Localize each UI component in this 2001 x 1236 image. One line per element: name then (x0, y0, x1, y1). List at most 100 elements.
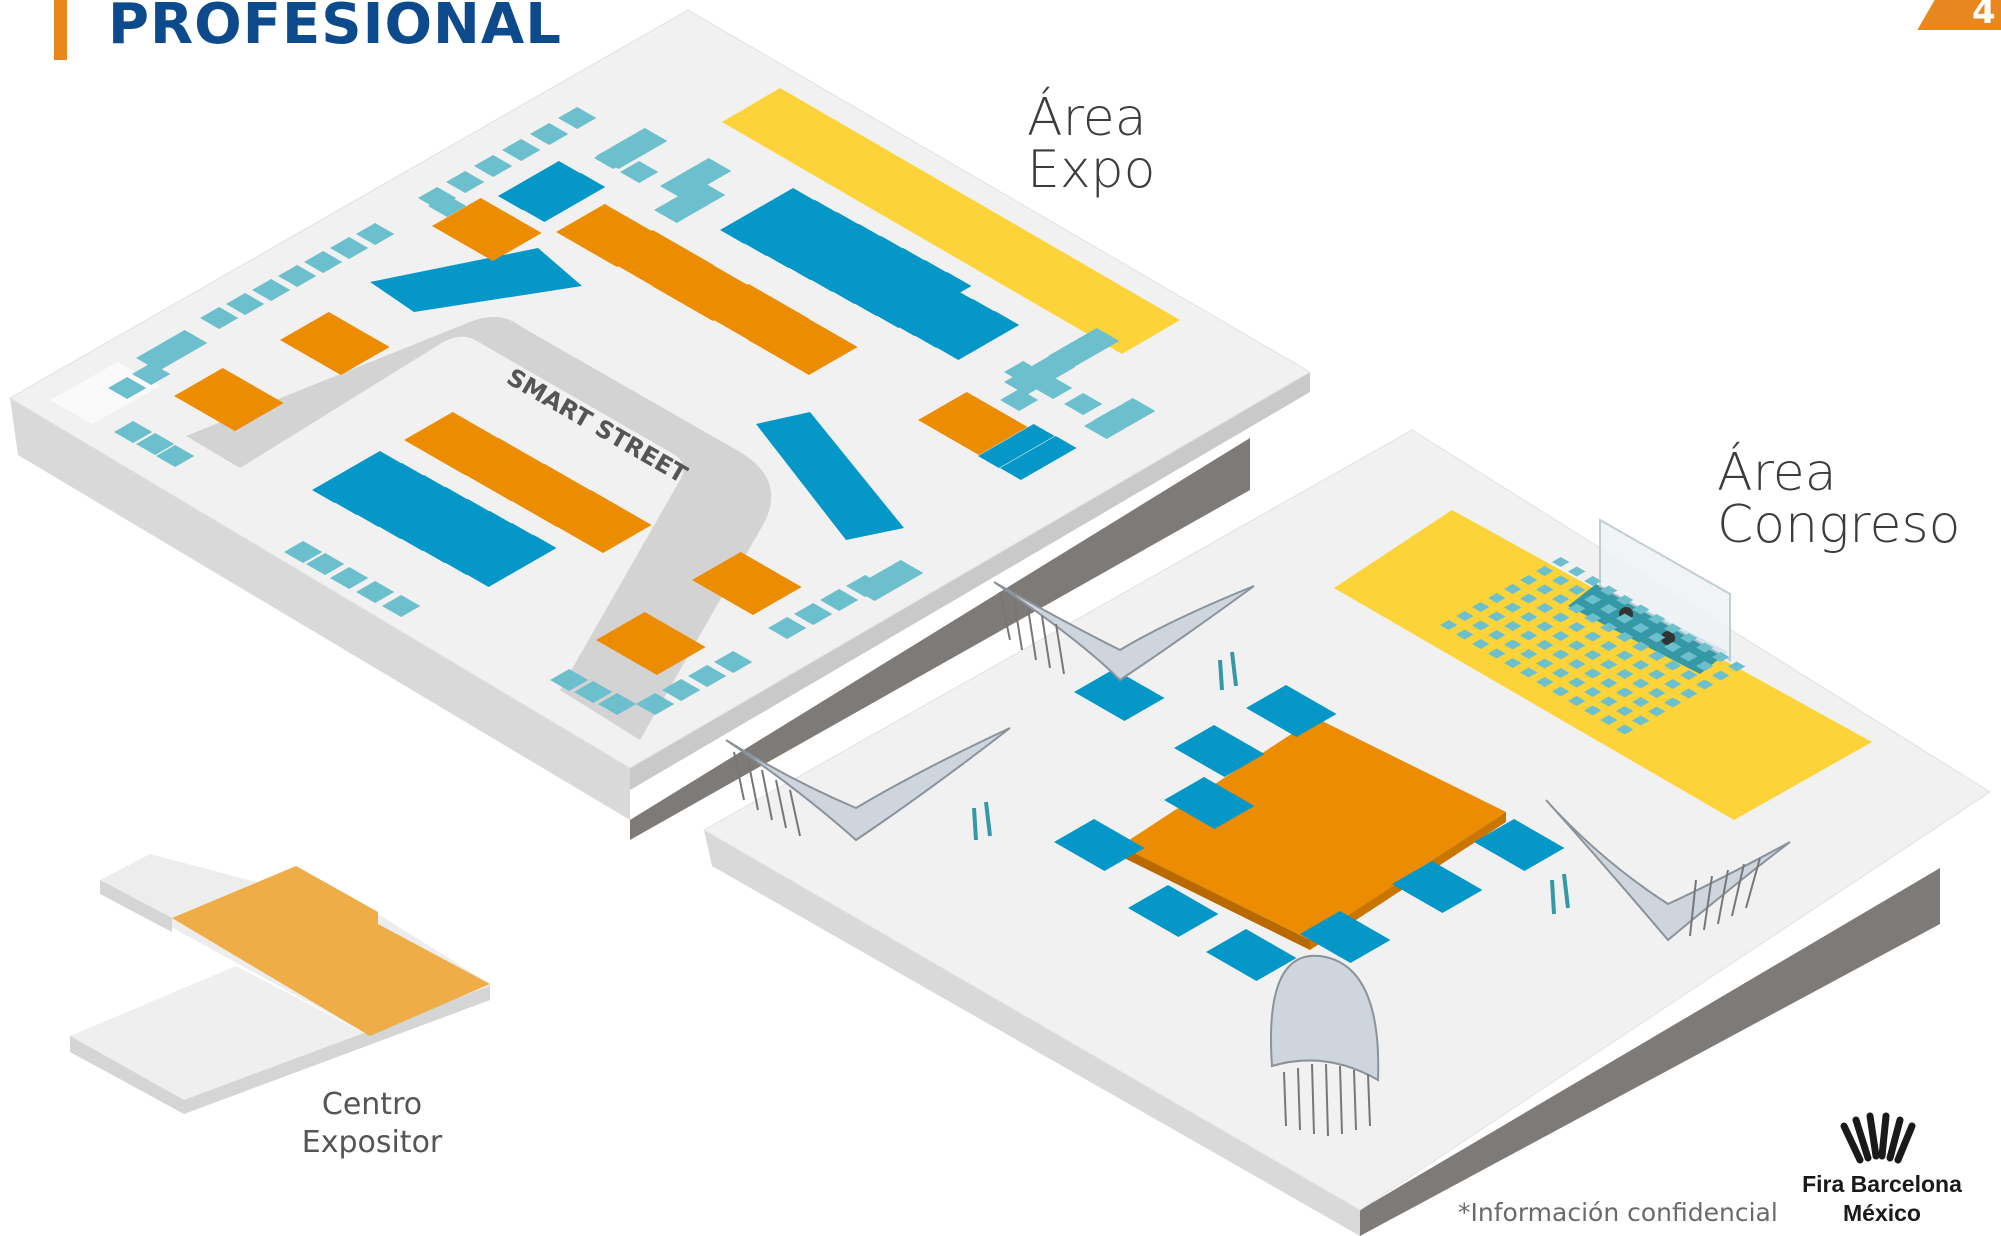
central-orange-booth-edge (1120, 846, 1310, 950)
expo-blue-booth (934, 311, 1020, 360)
congress-seat (1648, 614, 1666, 624)
expo-teal-booth (446, 171, 485, 193)
expo-hall-right-side (630, 372, 1310, 790)
expo-large-blue-booth (370, 248, 582, 312)
expo-teal-booth (1064, 393, 1103, 415)
congress-seat (1520, 630, 1538, 641)
congress-blue-booth (1246, 685, 1337, 737)
congress-seat (1616, 595, 1634, 605)
congress-hall (702, 429, 1991, 1236)
area-congreso-line1: Área (1717, 443, 1837, 503)
expo-teal-booth (356, 581, 395, 603)
expo-teal-booth (382, 595, 421, 617)
expo-teal-booth (200, 307, 239, 329)
congress-blue-booth (1300, 911, 1391, 963)
centro-highlighted-area (172, 866, 490, 1036)
congress-seat (1520, 575, 1538, 585)
congress-seat (1680, 688, 1698, 699)
congress-seat (1696, 642, 1714, 653)
expo-teal-booth (688, 665, 727, 687)
expo-teal-booth (530, 123, 569, 145)
congress-seat (1536, 658, 1554, 669)
expo-teal-booth (114, 421, 153, 443)
congress-seat (1600, 604, 1618, 614)
congress-seat (1632, 715, 1650, 726)
congress-seat (1600, 659, 1618, 670)
congress-seat (1440, 620, 1458, 630)
congress-seat (1552, 575, 1570, 586)
congress-seat (1584, 594, 1602, 605)
expo-blue-booth (520, 173, 606, 222)
congress-seat (1504, 584, 1522, 594)
canopy-sculpture (993, 581, 1255, 691)
expo-teal-booth (550, 669, 589, 691)
expo-blue-booth (978, 424, 1055, 468)
fira-logo-icon (1840, 1112, 1916, 1164)
congress-seat (1552, 686, 1570, 697)
congress-seat (1632, 641, 1650, 652)
congress-seat (1520, 612, 1538, 622)
expo-teal-booth (574, 681, 613, 703)
expo-teal-booth (654, 182, 726, 223)
expo-teal-booth (502, 139, 541, 161)
congress-seat (1664, 660, 1682, 671)
expo-orange-booth (432, 198, 542, 261)
expo-teal-booth (226, 293, 265, 315)
congress-hall-left-side (704, 830, 1360, 1236)
logo-line1: Fira Barcelona (1802, 1171, 1962, 1197)
congress-seat (1680, 670, 1698, 680)
congress-seat (1648, 651, 1666, 661)
expo-teal-booth (278, 265, 317, 287)
area-congreso-label: Área Congreso (1717, 447, 1960, 551)
congress-seat (1520, 593, 1538, 604)
congress-seat (1536, 677, 1554, 687)
header-accent-bar (54, 0, 67, 60)
congress-seat (1664, 679, 1682, 689)
congress-booths (1054, 669, 1565, 981)
canopy-sculpture (1545, 799, 1791, 942)
congress-seat (1568, 640, 1586, 651)
expo-blue-booth (786, 224, 884, 280)
congress-seat (1696, 679, 1714, 690)
congress-seat (1616, 632, 1634, 642)
expo-hall-shadow-side (630, 438, 1250, 840)
congress-seat (1488, 648, 1506, 659)
expo-orange-booth (174, 368, 284, 431)
congress-seat (1616, 669, 1634, 679)
expo-teal-booth (356, 223, 395, 245)
expo-teal-booth (1004, 354, 1076, 395)
congress-seat (1648, 669, 1666, 680)
expo-hall: SMART STREET (9, 9, 1311, 840)
congress-seat (1472, 639, 1490, 649)
congress-blue-booth (1128, 885, 1219, 937)
congress-seat (1616, 706, 1634, 716)
congress-seat (1552, 612, 1570, 623)
congress-seat (1536, 603, 1554, 613)
page-number: 4 (1972, 0, 1996, 32)
expo-teal-booth (108, 377, 147, 399)
expo-blue-booth (356, 475, 447, 527)
congress-seat (1600, 622, 1618, 633)
congress-seat (1520, 667, 1538, 678)
expo-teal-booth (284, 541, 323, 563)
congress-seat (1552, 557, 1570, 567)
expo-orange-booth (692, 552, 802, 615)
central-orange-booth (1120, 718, 1506, 940)
expo-teal-booth (1084, 398, 1156, 439)
expo-teal-booth (598, 693, 637, 715)
expo-blue-booth (742, 200, 840, 256)
congress-seat (1488, 593, 1506, 603)
congress-seat (1616, 687, 1634, 698)
congress-seat (1488, 630, 1506, 640)
expo-blue-booth (498, 161, 584, 210)
congress-seat (1552, 668, 1570, 678)
fira-logo-text: Fira Barcelona México (1786, 1170, 1978, 1228)
centro-line2: Expositor (301, 1124, 443, 1160)
congress-seat (1568, 566, 1586, 577)
congress-screen (1599, 518, 1731, 662)
expo-teal-booth (304, 251, 343, 273)
congress-seat (1568, 677, 1586, 688)
congress-blue-booth (1474, 819, 1565, 871)
congress-seat (1552, 594, 1570, 604)
